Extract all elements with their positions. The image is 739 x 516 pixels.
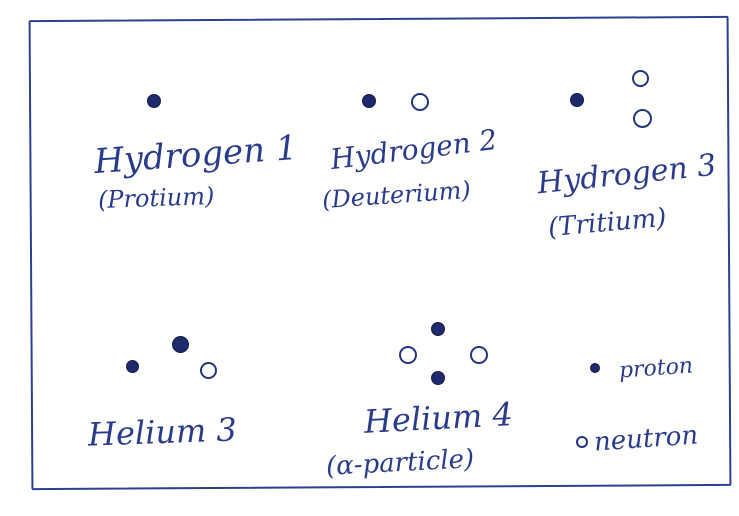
neutron-icon (399, 346, 417, 364)
legend-label-proton: proton (618, 353, 694, 384)
proton-icon (147, 94, 161, 108)
neutron-icon (411, 93, 429, 111)
neutron-icon (470, 346, 488, 364)
isotope-note: (Protium) (97, 181, 215, 215)
proton-icon (570, 93, 584, 107)
isotope-name: Helium 3 (87, 410, 238, 454)
legend-label-neutron: neutron (593, 420, 700, 458)
neutron-icon (200, 362, 217, 379)
isotope-name: Helium 4 (363, 395, 514, 441)
neutron-icon (576, 436, 588, 448)
isotope-note: (α-particle) (325, 444, 475, 482)
proton-icon (126, 360, 139, 373)
proton-icon (431, 371, 445, 385)
proton-icon (590, 363, 600, 373)
proton-icon (172, 336, 189, 353)
proton-icon (362, 94, 376, 108)
neutron-icon (633, 109, 652, 128)
proton-icon (431, 322, 445, 336)
neutron-icon (632, 70, 649, 87)
